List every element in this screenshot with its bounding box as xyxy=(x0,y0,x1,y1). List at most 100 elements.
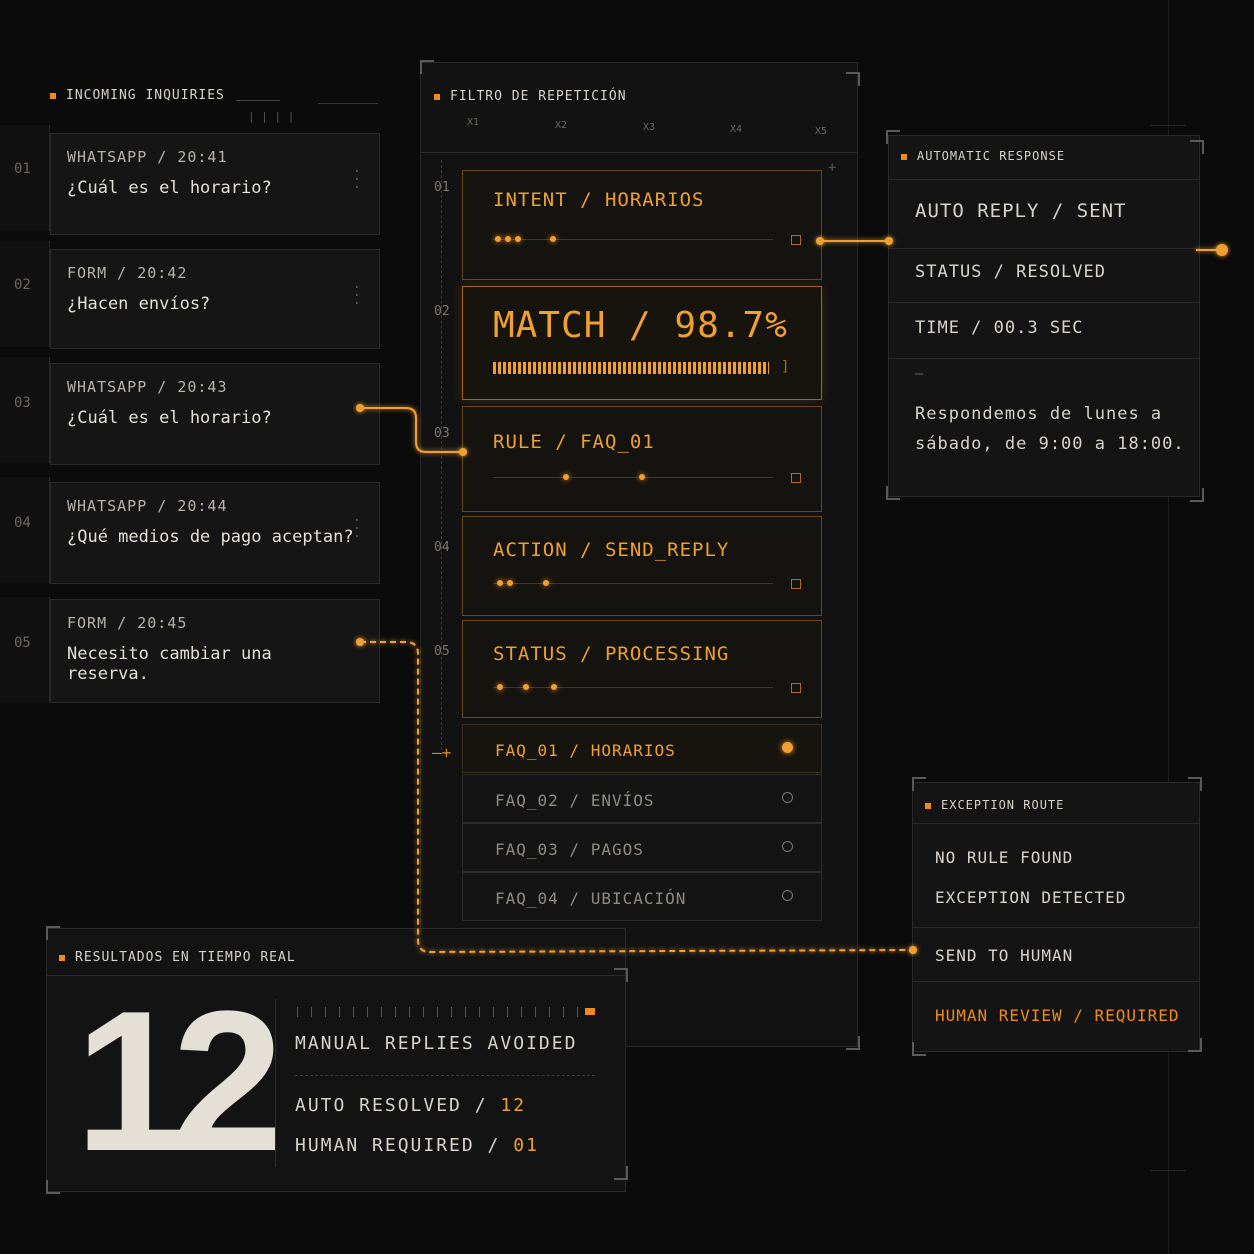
faq-item[interactable]: FAQ_03 / PAGOS xyxy=(462,823,822,872)
track-end-box xyxy=(791,473,801,483)
step-label: STATUS / PROCESSING xyxy=(493,643,730,665)
progress-track xyxy=(493,687,773,688)
auto-resolved: AUTO RESOLVED / 12 xyxy=(295,1095,526,1116)
kebab-menu-icon[interactable]: ··· xyxy=(352,280,361,312)
human-required-value: 01 xyxy=(513,1135,539,1156)
inquiries-header: INCOMING INQUIRIES xyxy=(50,88,225,103)
step-label: INTENT / HORARIOS xyxy=(493,189,705,211)
faq-item[interactable]: FAQ_01 / HORARIOS xyxy=(462,724,822,773)
inquiry-number: 02 xyxy=(0,241,50,347)
faq-label: FAQ_03 / PAGOS xyxy=(495,840,644,859)
corner-bracket xyxy=(846,72,860,86)
kebab-menu-icon[interactable]: ··· xyxy=(352,164,361,196)
progress-track xyxy=(493,239,773,240)
manual-replies-avoided: MANUAL REPLIES AVOIDED xyxy=(295,1033,578,1054)
square-icon xyxy=(59,954,65,961)
inquiry-source: WHATSAPP / 20:43 xyxy=(67,378,228,396)
divider xyxy=(889,358,1199,359)
scale-baseline xyxy=(420,152,858,153)
faq-label: FAQ_02 / ENVÍOS xyxy=(495,791,655,810)
corner-bracket xyxy=(886,130,900,144)
track-dot xyxy=(563,474,569,480)
faq-item[interactable]: FAQ_04 / UBICACIÓN xyxy=(462,872,822,921)
inquiry-card[interactable]: FORM / 20:42 ¿Hacen envíos? ··· xyxy=(50,249,380,349)
results-header-label: RESULTADOS EN TIEMPO REAL xyxy=(75,950,296,965)
track-dot xyxy=(550,236,556,242)
track-dot xyxy=(495,236,501,242)
track-dot xyxy=(551,684,557,690)
track-dot xyxy=(515,236,521,242)
step-number: 01 xyxy=(434,180,450,195)
ruler-marker xyxy=(585,1008,595,1015)
node-dot xyxy=(885,237,893,245)
track-end-box xyxy=(791,579,801,589)
inquiry-card[interactable]: WHATSAPP / 20:44 ¿Qué medios de pago ace… xyxy=(50,482,380,584)
corner-bracket xyxy=(1188,1038,1202,1052)
step-label: MATCH / 98.7% xyxy=(493,305,788,346)
radio-icon[interactable] xyxy=(782,890,793,901)
step-status[interactable]: STATUS / PROCESSING xyxy=(462,620,822,718)
node-dot xyxy=(1216,244,1228,256)
filter-header: FILTRO DE REPETICIÓN xyxy=(434,89,627,104)
radio-selected-icon[interactable] xyxy=(782,742,793,753)
exception-detected: EXCEPTION DETECTED xyxy=(935,888,1127,907)
reply-message-line2: sábado, de 9:00 a 18:00. xyxy=(915,434,1185,454)
reply-status: STATUS / RESOLVED xyxy=(915,262,1106,282)
kebab-menu-icon[interactable]: ··· xyxy=(352,513,361,545)
response-header-label: AUTOMATIC RESPONSE xyxy=(917,149,1066,163)
step-label: RULE / FAQ_01 xyxy=(493,431,655,453)
dashed-divider xyxy=(295,1075,595,1077)
no-rule-found: NO RULE FOUND xyxy=(935,848,1074,867)
track-end-box xyxy=(791,235,801,245)
track-dot xyxy=(523,684,529,690)
step-match[interactable]: MATCH / 98.7% ] xyxy=(462,286,822,400)
radio-icon[interactable] xyxy=(782,792,793,803)
track-dot xyxy=(497,684,503,690)
step-intent[interactable]: INTENT / HORARIOS xyxy=(462,170,822,280)
bracket-icon: ] xyxy=(781,359,790,375)
divider xyxy=(913,981,1199,982)
inquiry-card[interactable]: FORM / 20:45 Necesito cambiar una reserv… xyxy=(50,599,380,703)
faq-item[interactable]: FAQ_02 / ENVÍOS xyxy=(462,774,822,823)
response-header: AUTOMATIC RESPONSE xyxy=(901,149,1065,163)
divider xyxy=(913,927,1199,928)
inquiry-source: WHATSAPP / 20:41 xyxy=(67,148,228,166)
response-panel: AUTOMATIC RESPONSE AUTO REPLY / SENT STA… xyxy=(888,135,1200,497)
scale-label: X2 xyxy=(555,120,568,131)
corner-bracket xyxy=(1190,488,1204,502)
send-to-human: SEND TO HUMAN xyxy=(935,946,1074,965)
inquiries-header-label: INCOMING INQUIRIES xyxy=(66,88,225,103)
filter-header-label: FILTRO DE REPETICIÓN xyxy=(450,89,627,104)
square-icon xyxy=(434,93,440,100)
grid-line xyxy=(1150,125,1186,126)
results-header: RESULTADOS EN TIEMPO REAL xyxy=(59,950,296,965)
radio-icon[interactable] xyxy=(782,841,793,852)
step-number: 02 xyxy=(434,304,450,319)
exception-header: EXCEPTION ROUTE xyxy=(925,798,1064,812)
inquiry-number: 01 xyxy=(0,125,50,231)
results-panel: RESULTADOS EN TIEMPO REAL 12 MANUAL REPL… xyxy=(46,928,626,1192)
grid-line xyxy=(1150,1170,1186,1171)
inquiry-card[interactable]: WHATSAPP / 20:43 ¿Cuál es el horario? xyxy=(50,363,380,465)
human-required: HUMAN REQUIRED / 01 xyxy=(295,1135,539,1156)
column-divider xyxy=(275,999,276,1167)
vertical-rail xyxy=(441,160,443,750)
reply-message-line1: Respondemos de lunes a xyxy=(915,404,1163,424)
corner-bracket xyxy=(1188,777,1202,791)
node-dot xyxy=(459,448,467,456)
exception-panel: EXCEPTION ROUTE NO RULE FOUND EXCEPTION … xyxy=(912,782,1200,1052)
inquiry-card[interactable]: WHATSAPP / 20:41 ¿Cuál es el horario? ··… xyxy=(50,133,380,235)
track-dot xyxy=(543,580,549,586)
faq-label: FAQ_04 / UBICACIÓN xyxy=(495,889,687,908)
corner-bracket xyxy=(614,968,628,982)
node-dot xyxy=(816,237,824,245)
inquiry-message: ¿Cuál es el horario? xyxy=(67,178,272,198)
progress-track xyxy=(493,583,773,584)
square-icon xyxy=(925,802,931,809)
node-dot xyxy=(356,638,364,646)
inquiry-number: 05 xyxy=(0,597,50,703)
step-action[interactable]: ACTION / SEND_REPLY xyxy=(462,516,822,616)
step-rule[interactable]: RULE / FAQ_01 xyxy=(462,406,822,512)
divider xyxy=(889,179,1199,180)
inquiry-source: FORM / 20:42 xyxy=(67,264,188,282)
